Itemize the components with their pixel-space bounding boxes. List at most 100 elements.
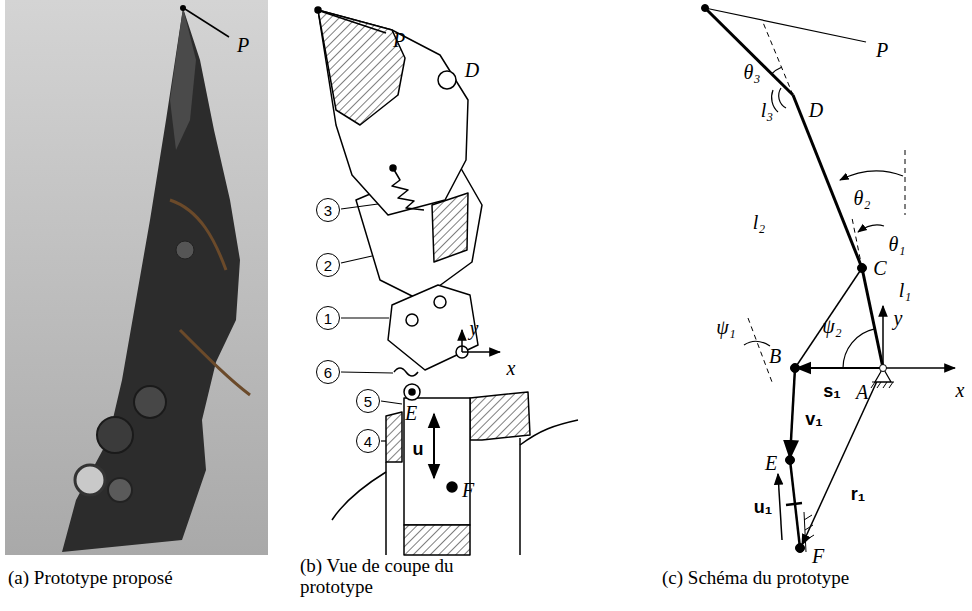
schematic (705, 8, 793, 95)
leader-line (341, 204, 402, 441)
symbol-label: P (876, 39, 888, 61)
joint (702, 5, 887, 553)
joint (796, 544, 805, 553)
photo (185, 9, 229, 37)
symbol-label: y (470, 317, 479, 339)
schematic (705, 8, 866, 42)
photo (108, 478, 132, 502)
section-view (404, 398, 470, 525)
symbol-label: l₁ (899, 279, 912, 301)
symbol-label: y (894, 307, 903, 329)
schematic (862, 268, 883, 368)
section-view (394, 368, 418, 376)
section-view (388, 285, 478, 370)
schematic (786, 503, 802, 505)
photo (134, 386, 166, 418)
symbol-label: E (405, 402, 417, 424)
section-view (392, 168, 424, 210)
section-view (404, 525, 470, 555)
section-view (438, 71, 456, 89)
schematic (871, 382, 894, 388)
symbol-label: θ₃ (744, 61, 761, 83)
symbol-label: l₃ (761, 99, 774, 121)
symbol-label: F (812, 545, 824, 567)
symbol-label: P (237, 34, 249, 56)
symbol-label: A (856, 381, 868, 403)
photo (5, 0, 268, 555)
symbol-label: θ₁ (889, 233, 906, 255)
symbol-label: l₂ (753, 211, 766, 233)
symbol-label: E (765, 452, 777, 474)
symbol-label: D (809, 99, 823, 121)
photo (180, 5, 186, 11)
schematic (793, 95, 862, 268)
leader-line (381, 401, 402, 404)
callout-number: 1 (316, 306, 340, 330)
schematic (762, 20, 793, 95)
schematic (748, 318, 772, 382)
joint (786, 456, 795, 465)
symbol-label: r₁ (851, 485, 865, 505)
leader-line (341, 317, 389, 318)
schematic (772, 67, 782, 74)
symbol-label: x (956, 379, 965, 401)
arrow (433, 414, 435, 478)
section-view (470, 392, 530, 440)
symbol-label: u₁ (754, 498, 772, 518)
schematic (905, 150, 906, 215)
schematic (883, 367, 955, 369)
callout-number: 4 (356, 429, 380, 453)
arrow (434, 330, 500, 478)
section-view (520, 420, 578, 445)
symbol-label: u (413, 440, 424, 460)
schematic (797, 367, 883, 369)
section-view (320, 11, 386, 33)
section-view (434, 296, 446, 308)
callout-text: 1 (324, 311, 332, 326)
leader-line (381, 440, 386, 441)
caption: (b) Vue de coupe du prototype (300, 556, 528, 598)
schematic (779, 88, 786, 108)
callout-number: 3 (316, 198, 340, 222)
callout-text: 2 (324, 258, 332, 273)
symbol-label: D (465, 59, 479, 81)
section-view (318, 10, 405, 125)
photo (97, 417, 133, 453)
symbol-label: B (769, 345, 781, 367)
photo (75, 465, 105, 495)
photo (5, 0, 268, 555)
callout-text: 3 (324, 203, 332, 218)
section-view (332, 472, 386, 520)
section-view (519, 438, 521, 555)
schematic (882, 306, 884, 368)
symbol-label: C (873, 257, 886, 279)
schematic (858, 225, 884, 232)
leader-line (341, 256, 372, 263)
photo (180, 330, 250, 395)
schematic (744, 341, 770, 346)
schematic (778, 474, 782, 540)
section-view (315, 7, 578, 555)
section-view (318, 10, 468, 215)
symbol-label: v₁ (805, 410, 822, 430)
schematic (705, 8, 955, 552)
symbol-label: ψ₂ (822, 315, 841, 337)
joint (791, 364, 800, 373)
section-view (386, 412, 402, 462)
arrow (461, 330, 463, 352)
joint (702, 5, 709, 12)
section-view (406, 314, 418, 326)
callout-text: 5 (364, 394, 372, 409)
callout-number: 6 (316, 360, 340, 384)
section-view (447, 482, 457, 492)
callout-number: 2 (316, 253, 340, 277)
symbol-label: ψ₁ (716, 316, 735, 338)
symbol-label: F (462, 479, 474, 501)
section-view (385, 462, 387, 555)
schematic (795, 268, 862, 368)
symbol-label: P (393, 29, 405, 51)
leader-line (341, 372, 393, 373)
photo (62, 8, 240, 552)
